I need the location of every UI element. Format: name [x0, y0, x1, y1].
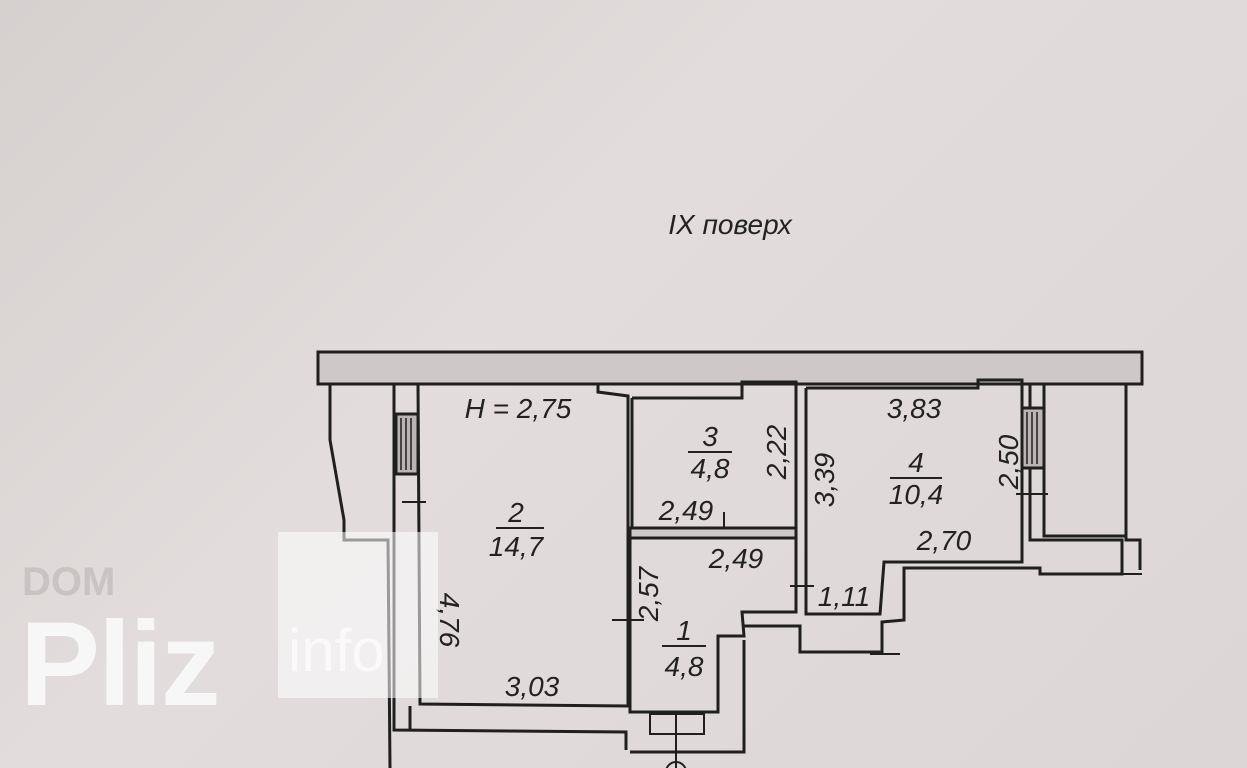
ceiling-height-label: H = 2,75 [465, 393, 572, 424]
window-left [394, 412, 420, 476]
room-4-top-dim: 3,83 [887, 393, 942, 424]
room-3-width-dim: 2,49 [658, 495, 714, 526]
room-3-area: 4,8 [691, 453, 730, 484]
watermark-main: Pliz [20, 597, 221, 731]
top-wall [316, 350, 1144, 386]
room-2-area: 14,7 [489, 531, 545, 562]
room-1-outline [628, 536, 798, 714]
room-4-notch-dim: 1,11 [818, 581, 870, 612]
watermark-dom: DOM [22, 560, 116, 604]
room-2-width-dim: 3,03 [505, 671, 560, 702]
balcony-right [1042, 382, 1128, 538]
room-1-width-dim: 2,49 [708, 543, 764, 574]
watermark-suffix: info [288, 617, 385, 684]
room-1-number: 1 [676, 615, 692, 646]
entrance-marker [665, 761, 687, 768]
room-3-number: 3 [702, 421, 718, 452]
room-4-bottom-dim: 2,70 [916, 525, 972, 556]
room-2-outline [416, 382, 630, 708]
room-1-area: 4,8 [665, 651, 704, 682]
room-4-area: 10,4 [889, 479, 944, 510]
room-4-left-dim: 3,39 [809, 453, 840, 508]
window-right [1020, 406, 1046, 470]
room-4-right-dim: 2,50 [993, 434, 1024, 490]
right-facade-wall [1124, 384, 1142, 570]
room-4-outline [804, 378, 1024, 616]
floor-title: IX поверх [668, 209, 792, 240]
room-2-number: 2 [507, 497, 524, 528]
room-4-outer-wall [744, 384, 1124, 654]
room-2-height-dim: 4,76 [434, 593, 465, 648]
room-3-height-dim: 2,22 [761, 424, 792, 480]
room-1-height-dim: 2,57 [633, 565, 664, 622]
corridor-outline [630, 640, 746, 754]
watermark-panel [278, 532, 438, 698]
room-4-number: 4 [908, 447, 924, 478]
